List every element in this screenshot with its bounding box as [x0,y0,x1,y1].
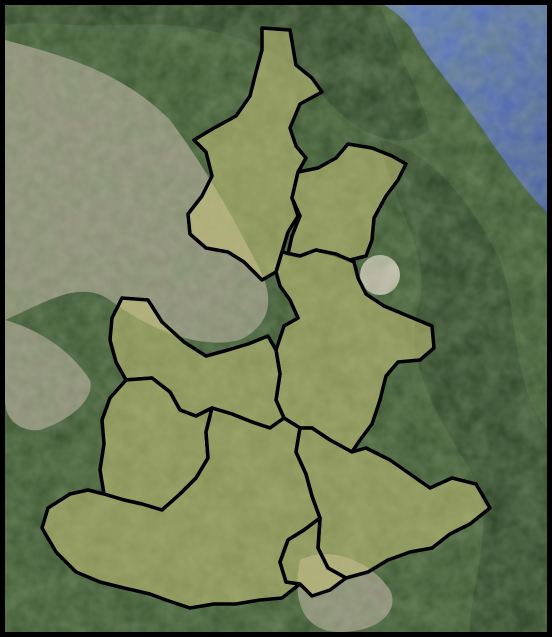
region-layer [40,26,492,610]
south-east-region[interactable] [278,516,348,598]
north-east-region[interactable] [286,142,408,262]
north-upper-region[interactable] [186,26,324,282]
satellite-map[interactable] [5,5,547,632]
central-region[interactable] [274,248,436,454]
